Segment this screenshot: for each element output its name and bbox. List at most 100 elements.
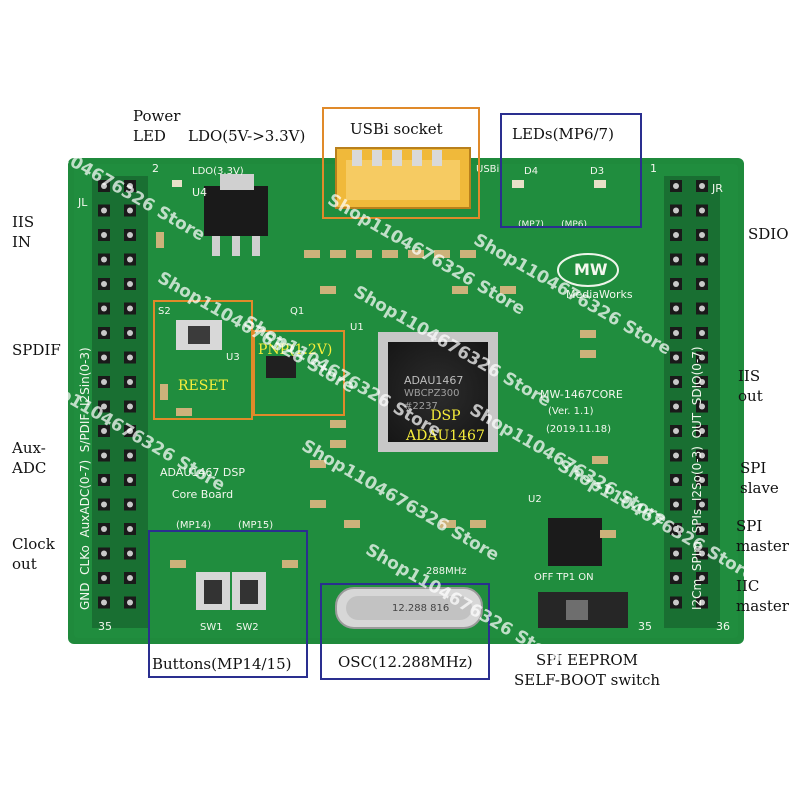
sw2-label: SW2 — [236, 622, 259, 633]
usbi-connector — [335, 147, 471, 209]
board-date: (2019.11.18) — [546, 424, 612, 435]
header-pin-contact — [699, 232, 705, 238]
reset-box — [153, 300, 253, 420]
header-pin-contact — [699, 379, 705, 385]
header-pin-contact — [699, 599, 705, 606]
header-pin-contact — [101, 354, 107, 361]
oscillator-frequency: 288MHz — [426, 566, 467, 577]
header-pin-contact — [127, 379, 133, 385]
header-pin-contact — [699, 305, 705, 312]
brand-name: MediaWorks — [566, 288, 633, 301]
header-pin-contact — [699, 452, 705, 459]
buttons-box — [148, 530, 308, 678]
u2-label: U2 — [528, 494, 542, 505]
oscillator-marking: 12.288 816 — [392, 603, 450, 614]
header-pin-contact — [673, 232, 679, 238]
header-pin-contact — [699, 403, 705, 410]
header-pin-contact — [699, 575, 705, 581]
dsp-chip — [378, 332, 498, 452]
header-pin-contact — [673, 526, 679, 532]
aux-adc-label: Aux- ADC — [12, 439, 47, 477]
left-header-signals: GND CLKo AuxADC(0-7) S/PDIF I2Sin(0-3) — [78, 347, 92, 610]
board-model: MW-1467CORE — [540, 388, 623, 401]
pin-35-left-label: 35 — [98, 620, 112, 633]
clock-out-label: Clock out — [12, 535, 55, 573]
header-pin-contact — [127, 183, 133, 189]
sw1-label: SW1 — [200, 622, 223, 633]
header-pin-contact — [127, 599, 133, 606]
header-pin-contact — [673, 183, 679, 189]
header-pin-contact — [699, 477, 705, 483]
header-pin-contact — [699, 256, 705, 263]
eeprom-chip — [548, 518, 602, 566]
header-pin-contact — [127, 452, 133, 459]
header-pin-contact — [699, 183, 705, 189]
header-pin-contact — [101, 550, 107, 557]
header-pin-contact — [673, 428, 679, 434]
spi-master-label: SPI master — [736, 517, 789, 555]
header-pin-contact — [699, 550, 705, 557]
header-pin-contact — [127, 354, 133, 361]
self-boot-switch-part — [538, 592, 628, 628]
reset-label: RESET — [178, 378, 228, 394]
header-pin-contact — [127, 575, 133, 581]
mp7-mp6-label: (MP7) (MP6) — [518, 220, 588, 230]
header-pin-contact — [127, 305, 133, 312]
header-pin-contact — [101, 501, 107, 508]
header-pin-contact — [699, 354, 705, 361]
u4-label: U4 — [192, 186, 208, 199]
spi-slave-label: SPI slave — [740, 459, 779, 497]
brand-short: MW — [574, 260, 608, 279]
user-buttons-part — [196, 572, 266, 610]
usbi-socket-label: USBi socket — [350, 120, 443, 138]
passive-components — [156, 232, 616, 568]
header-pin-contact — [673, 575, 679, 581]
header-pin-contact — [101, 575, 107, 581]
ldo-label: LDO(5V->3.3V) — [188, 127, 306, 145]
ldo-silk-label: LDO(3.3V) — [192, 166, 244, 177]
header-pin-contact — [673, 452, 679, 459]
mp15-label: (MP15) — [238, 520, 274, 531]
header-pin-contact — [699, 281, 705, 287]
header-pin-contact — [673, 305, 679, 312]
header-pin-contact — [673, 550, 679, 557]
jr-label: JR — [712, 182, 723, 195]
leds-label: LEDs(MP6/7) — [512, 125, 614, 143]
header-pin-contact — [101, 305, 107, 312]
reset-button-part — [176, 320, 222, 350]
header-pin-contact — [699, 526, 705, 532]
power-led-part — [172, 180, 182, 187]
sdio-label: SDIO — [748, 225, 789, 243]
header-pin-contact — [101, 232, 107, 238]
header-pin-contact — [127, 428, 133, 434]
d4-label: D4 — [524, 166, 539, 177]
header-pin-contact — [673, 501, 679, 508]
right-header-signals: I2Cm SPIm SPIs I2So(0-3) OUT SDIO(0-7) — [690, 346, 704, 610]
header-pin-contact — [101, 281, 107, 287]
header-pin-contact — [673, 281, 679, 287]
chip-marking-1: ADAU1467 — [404, 374, 464, 387]
header-pin-contact — [699, 428, 705, 434]
header-pin-contact — [101, 403, 107, 410]
core-board-label: ADAU1467 DSP Core Board — [160, 466, 245, 501]
header-pin-contact — [673, 207, 679, 214]
header-pin-contact — [673, 379, 679, 385]
pin-36-label: 36 — [716, 620, 730, 633]
header-pin-contact — [101, 256, 107, 263]
d3-label: D3 — [590, 166, 605, 177]
header-pin-contact — [101, 477, 107, 483]
header-pin-contact — [101, 428, 107, 434]
chip-marking-3: #2237 — [404, 401, 438, 412]
header-pin-contact — [127, 550, 133, 557]
pnp-box — [253, 330, 345, 416]
header-pin-contact — [127, 501, 133, 508]
osc-label: OSC(12.288MHz) — [338, 653, 473, 671]
header-pin-contact — [699, 207, 705, 214]
power-led-label: Power LED — [133, 107, 181, 145]
header-pin-contact — [673, 256, 679, 263]
header-pin-contact — [101, 183, 107, 189]
buttons-label: Buttons(MP14/15) — [152, 655, 292, 673]
oscillator-crystal — [335, 587, 483, 629]
